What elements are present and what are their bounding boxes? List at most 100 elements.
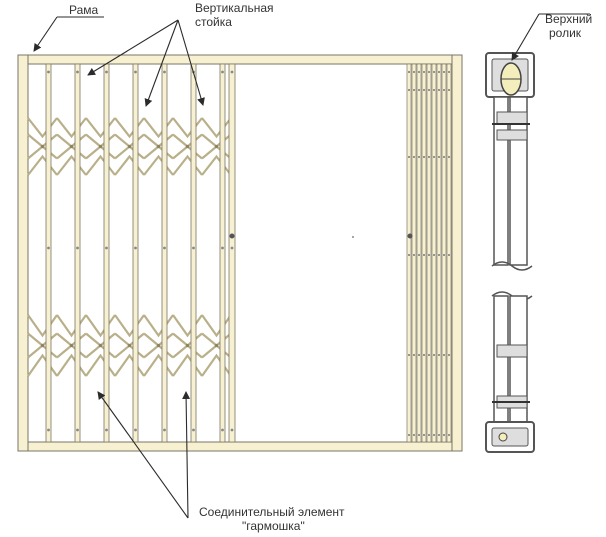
lattice-cell [56,117,87,176]
stack-rivet [448,434,450,436]
stacked-post [426,63,432,443]
vertical-post [132,63,139,443]
post-rivet [47,246,50,250]
label-top-roller-1: Верхний [545,12,592,26]
stack-rivet [438,89,440,91]
callout-connector-arrow-1 [97,391,189,519]
post-rivet [105,428,108,432]
label-frame: Рама [69,3,99,17]
stacked-post [411,63,417,443]
lattice-cell [172,314,203,377]
post-rivet [221,428,224,432]
stack-rivet [408,434,410,436]
lattice-rivet [185,343,190,348]
post-rivet [134,70,137,74]
lattice-rivet [127,144,132,149]
stack-rivet [443,89,445,91]
stacked-post [441,63,447,443]
frame-bottom-rail [17,441,463,452]
callout-roller-arrow [511,13,540,61]
stacked-post [421,63,427,443]
stack-rivet [418,434,420,436]
frame [17,54,463,452]
frame-left-side [17,54,29,452]
callout-connector-arrow-2 [182,391,191,519]
stack-rivet [448,89,450,91]
lattice-cell [143,314,174,377]
lattice-rivet [69,343,74,348]
lattice-cell [172,117,203,176]
stack-rivet [428,254,430,256]
stack-rivet [408,254,410,256]
post-rivet [105,70,108,74]
lattice-cell [27,117,58,176]
lattice-cell [143,117,174,176]
break-line-upper [491,261,533,271]
stack-rivet [448,71,450,73]
stack-rivet [413,434,415,436]
stack-rivet [428,89,430,91]
post-rivet [76,246,79,250]
frame-right-side [451,54,463,452]
stack-rivet [433,89,435,91]
vertical-post [190,63,197,443]
lattice-rivet [127,343,132,348]
stack-rivet [418,354,420,356]
stack-rivet [418,254,420,256]
accordion-lattice [27,117,232,377]
post-rivet [47,428,50,432]
stack-rivet [428,71,430,73]
stack-rivet [413,354,415,356]
stack-rivet [413,89,415,91]
stack-rivet [433,354,435,356]
post-rivet [163,70,166,74]
lattice-rivet [185,144,190,149]
stack-rivet [448,254,450,256]
callout-frame-arrow [33,16,58,52]
stack-rivet [413,156,415,158]
stack-rivet [428,156,430,158]
stack-rivet [438,354,440,356]
stack-rivet [413,254,415,256]
profile-section [485,52,535,453]
post-rivet [192,428,195,432]
stack-rivet [438,156,440,158]
stack-rivet [408,89,410,91]
frame-top-rail [17,54,463,65]
post-rivet [221,246,224,250]
post-rivet [163,428,166,432]
stack-rivet [418,71,420,73]
stacked-post [416,63,422,443]
post-rivet [230,70,234,74]
label-connector-1: Соединительный элемент [199,505,345,519]
stack-rivet [428,354,430,356]
lattice-cell [114,314,145,377]
vertical-posts [45,63,236,443]
lattice-cell [85,314,116,377]
lattice-rivet [156,144,161,149]
post-rivet [230,428,234,432]
lattice-rivet [69,144,74,149]
post-rivet [76,70,79,74]
stack-rivet [443,434,445,436]
stack-rivet [433,156,435,158]
stack-rivet [423,354,425,356]
bracket-upper [496,111,528,125]
label-connector-2: "гармошка" [242,519,305,533]
vertical-post [74,63,81,443]
lattice-rivet [156,343,161,348]
stack-rivet [438,254,440,256]
bracket-upper-2 [496,129,528,141]
bottom-guide-pin [498,432,508,442]
stack-rivet [438,71,440,73]
stack-rivet [443,156,445,158]
stack-rivet [408,354,410,356]
lattice-cell [27,314,58,377]
lattice-rivet [214,144,219,149]
callout-post-arrow-1 [87,19,179,76]
stack-rivet [418,156,420,158]
stack-rivet [423,71,425,73]
post-rivet [47,70,50,74]
vertical-post [103,63,110,443]
